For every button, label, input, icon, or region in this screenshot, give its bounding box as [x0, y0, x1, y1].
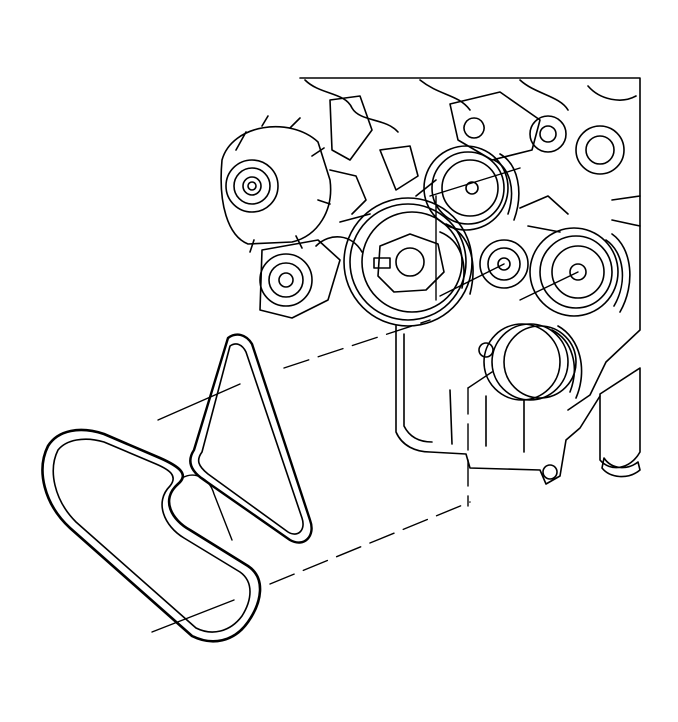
ac-compressor-pulley — [483, 323, 583, 401]
front-cover-bracket — [449, 91, 541, 161]
oil-pan — [395, 325, 601, 485]
leader-pulley-upper — [429, 167, 521, 197]
upper-engine-outline — [299, 77, 641, 411]
leader-front-belt — [151, 599, 235, 633]
generator — [220, 115, 332, 253]
leader-idler — [439, 263, 505, 297]
engine-assembly — [220, 77, 641, 485]
power-steering-pulley — [529, 227, 631, 317]
idler-pulley — [479, 239, 529, 289]
water-pump-pulley — [423, 145, 520, 231]
oil-filter — [599, 367, 641, 478]
leader-secondary-belt — [157, 383, 241, 421]
belt-tensioner — [259, 236, 363, 319]
leader-lines — [151, 167, 579, 633]
leader-ps — [519, 271, 579, 301]
engine-detail-lines — [329, 169, 641, 233]
upper-idler-pulley — [529, 115, 625, 175]
bracket-detail — [329, 95, 419, 191]
front-drive-belt — [41, 428, 262, 643]
secondary-drive-belt — [189, 333, 313, 544]
crankshaft-balancer — [343, 197, 474, 327]
leader-front-belt-to-oilpan — [269, 501, 471, 585]
upper-manifold-detail — [304, 79, 637, 133]
leader-secondary-to-tensioner — [283, 319, 431, 369]
leader-oil-filter-pulley — [467, 371, 493, 389]
